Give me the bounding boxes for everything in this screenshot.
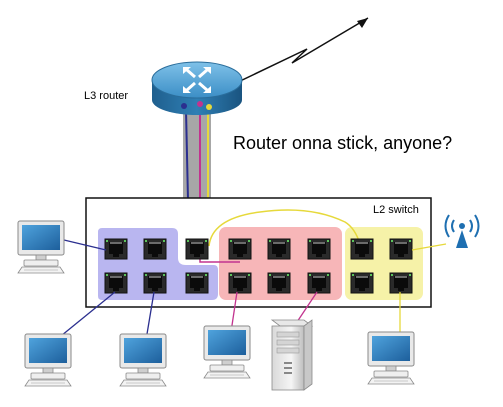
cable-pc-bottom-2 bbox=[145, 291, 155, 341]
port-vlan-yellow-3[interactable] bbox=[350, 272, 374, 294]
cable-pc-bottom-3 bbox=[230, 291, 238, 333]
port-vlan-red-5[interactable] bbox=[267, 272, 291, 294]
desktop-computer-icon-left[interactable] bbox=[17, 220, 65, 274]
port-vlan-blue-1[interactable] bbox=[104, 238, 128, 260]
port-vlan-blue-3[interactable] bbox=[104, 272, 128, 294]
port-vlan-yellow-4[interactable] bbox=[389, 272, 413, 294]
port-vlan-blue-2[interactable] bbox=[143, 238, 167, 260]
wireless-antenna-icon[interactable] bbox=[444, 214, 480, 248]
port-vlan-red-4[interactable] bbox=[228, 272, 252, 294]
desktop-computer-icon-bottom-1[interactable] bbox=[24, 333, 72, 387]
cable-pc-bottom-1 bbox=[55, 291, 116, 341]
port-vlan-yellow-1[interactable] bbox=[350, 238, 374, 260]
port-vlan-blue-4[interactable] bbox=[143, 272, 167, 294]
port-vlan-yellow-2[interactable] bbox=[389, 238, 413, 260]
desktop-computer-icon-bottom-3[interactable] bbox=[203, 325, 251, 379]
cable-wireless bbox=[411, 243, 447, 251]
port-vlan-red-3[interactable] bbox=[307, 238, 331, 260]
router-label: L3 router bbox=[84, 90, 128, 102]
port-vlan-red-1[interactable] bbox=[228, 238, 252, 260]
cable-pc-left bbox=[63, 239, 107, 251]
switch-label: L2 switch bbox=[373, 204, 419, 216]
port-vlan-red-6[interactable] bbox=[307, 272, 331, 294]
port-trunk[interactable] bbox=[185, 238, 209, 260]
caption-text: Router onna stick, anyone? bbox=[233, 133, 452, 153]
router-icon[interactable] bbox=[151, 61, 243, 115]
wan-arrowhead bbox=[357, 18, 368, 28]
desktop-computer-icon-bottom-2[interactable] bbox=[119, 333, 167, 387]
desktop-computer-icon-bottom-right[interactable] bbox=[367, 331, 415, 385]
wan-link-icon bbox=[235, 17, 369, 84]
tower-server-icon[interactable] bbox=[270, 319, 314, 391]
port-vlan-red-2[interactable] bbox=[267, 238, 291, 260]
yellow-internal-link bbox=[208, 209, 361, 247]
port-vlan-blue-5[interactable] bbox=[185, 272, 209, 294]
